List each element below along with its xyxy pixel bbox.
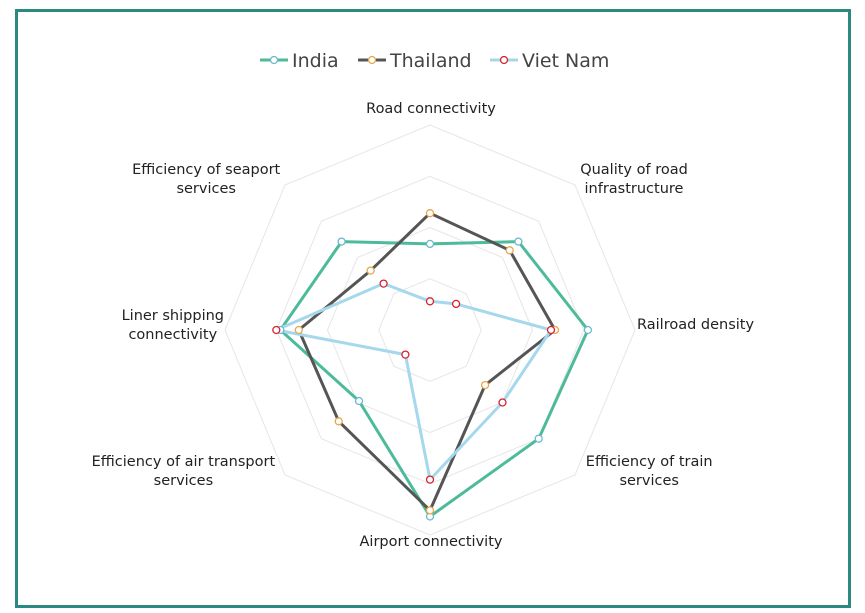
- legend-marker: [269, 55, 279, 65]
- data-point[interactable]: [451, 299, 461, 309]
- legend-label: Viet Nam: [522, 50, 609, 72]
- data-point[interactable]: [534, 434, 543, 443]
- axis-label: Airport connectivity: [360, 534, 503, 550]
- legend-marker: [499, 55, 509, 65]
- data-point[interactable]: [505, 246, 514, 255]
- radar-series: [272, 209, 593, 521]
- legend-item-viet-nam[interactable]: Viet Nam: [490, 50, 609, 72]
- data-point[interactable]: [334, 417, 343, 426]
- legend-label: India: [292, 50, 339, 72]
- data-point[interactable]: [425, 239, 435, 249]
- data-point[interactable]: [425, 475, 435, 484]
- data-point[interactable]: [401, 350, 410, 359]
- data-point[interactable]: [379, 279, 388, 288]
- data-point[interactable]: [425, 297, 435, 306]
- data-point[interactable]: [546, 325, 556, 335]
- data-point[interactable]: [514, 237, 523, 246]
- grid-ring: [378, 278, 482, 382]
- legend: India Thailand Viet Nam: [260, 50, 609, 72]
- data-point[interactable]: [498, 398, 507, 407]
- legend-item-india[interactable]: India: [260, 50, 339, 72]
- legend-label: Thailand: [389, 50, 472, 72]
- data-point[interactable]: [354, 396, 364, 406]
- data-point[interactable]: [294, 325, 303, 335]
- data-point[interactable]: [425, 209, 435, 218]
- grid-ring: [275, 175, 585, 485]
- data-point[interactable]: [366, 266, 375, 275]
- legend-item-thailand[interactable]: Thailand: [358, 50, 472, 72]
- data-point[interactable]: [480, 380, 490, 390]
- data-point[interactable]: [337, 237, 346, 246]
- data-point[interactable]: [425, 506, 435, 515]
- radar-grid: [224, 124, 636, 536]
- axis-label: Road connectivity: [366, 101, 496, 117]
- data-point[interactable]: [583, 325, 593, 335]
- legend-marker: [367, 55, 377, 65]
- data-point[interactable]: [272, 325, 281, 335]
- axis-label: Railroad density: [637, 317, 754, 333]
- grid-ring: [326, 226, 534, 434]
- grid-ring: [224, 124, 636, 536]
